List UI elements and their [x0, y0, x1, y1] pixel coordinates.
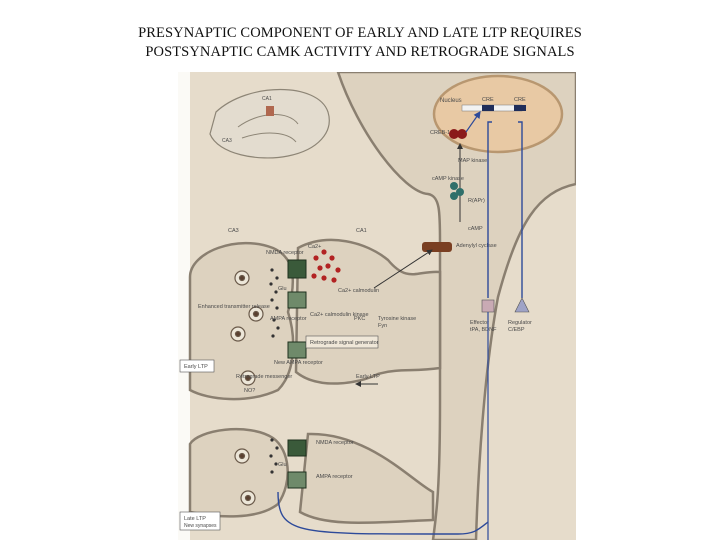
- slide-title: PRESYNAPTIC COMPONENT OF EARLY AND LATE …: [0, 24, 720, 62]
- cre-label-2: CRE: [514, 97, 526, 103]
- lower-presynaptic-terminal: [188, 427, 289, 518]
- regulator-sub: C/EBP: [508, 327, 525, 333]
- late-ltp-label: Late LTP: [184, 516, 206, 522]
- ampa-receptor: [287, 291, 307, 309]
- brain-ca3-label: CA3: [222, 138, 232, 144]
- title-line-2: POSTSYNAPTIC CAMK ACTIVITY AND RETROGRAD…: [145, 44, 575, 60]
- nmda-receptor: [287, 259, 307, 279]
- region-ca3-label: CA3: [228, 228, 239, 234]
- map-kinase-label: MAP kinase: [458, 158, 487, 164]
- creb-label: CREB-1: [430, 130, 450, 136]
- effector-label: Effector: [470, 320, 489, 326]
- glutamate-dots: [269, 268, 280, 338]
- lower-ampa-label: AMPA receptor: [316, 474, 353, 480]
- nmda-receptor-label: NMDA receptor: [266, 250, 304, 256]
- r-subunit-label: R(APr): [468, 198, 485, 204]
- electrode-icon: [266, 106, 274, 116]
- upper-presynaptic-terminal: [188, 241, 295, 401]
- effector-path: [487, 121, 492, 298]
- retrograde-generator-box: [305, 335, 379, 349]
- new-ampa-label: New AMPA receptor: [274, 360, 323, 366]
- early-ltp-box: [179, 359, 215, 373]
- enhanced-release-label: Enhanced transmitter release: [198, 304, 270, 310]
- ltp-figure: Nucleus CRE CRE CREB-1 MAP kinase cAMP k…: [178, 72, 576, 540]
- lower-nmda-label: NMDA receptor: [316, 440, 354, 446]
- retrograde-generator-label: Retrograde signal generator: [310, 340, 379, 346]
- regulator-triangle: [514, 297, 530, 313]
- new-ampa-receptor: [287, 341, 307, 359]
- regulator-path: [518, 121, 523, 298]
- lower-nmda-receptor: [287, 439, 307, 457]
- lower-glu-label: Glu: [278, 462, 287, 468]
- calcium-ions: [311, 249, 341, 283]
- late-ltp-path: [277, 491, 489, 535]
- camp-label: cAMP: [468, 226, 483, 232]
- synaptic-vesicles: [230, 270, 264, 386]
- early-ltp-arrow-label: Early LTP: [356, 374, 380, 380]
- pka-catalytic-1: [450, 182, 458, 190]
- tyrosine-kinase-sub: Fyn: [378, 323, 387, 329]
- adenylyl-cyclase-label: Adenylyl cyclase: [456, 243, 497, 249]
- pka-label: cAMP kinase: [432, 176, 464, 182]
- title-line-1: PRESYNAPTIC COMPONENT OF EARLY AND LATE …: [138, 25, 582, 41]
- brain-inset: [209, 89, 330, 159]
- tyrosine-kinase-label: Tyrosine kinase: [378, 316, 416, 322]
- brain-ca1-label: CA1: [262, 96, 272, 102]
- ampa-receptor-label: AMPA receptor: [270, 316, 307, 322]
- calcium-label: Ca2+: [308, 244, 321, 250]
- pka-catalytic-3: [450, 192, 458, 200]
- effector-square: [481, 299, 495, 313]
- early-ltp-box-label: Early LTP: [184, 364, 208, 370]
- page-margin: [178, 72, 190, 540]
- calmodulin-to-cyclase-arrow: [373, 249, 433, 289]
- glu-label: Glu: [278, 286, 287, 292]
- creb-protein-1: [449, 129, 459, 139]
- lower-ampa-receptor: [287, 471, 307, 489]
- ltp-diagram: Nucleus CRE CRE CREB-1 MAP kinase cAMP k…: [178, 72, 576, 540]
- creb-to-cre-arrow: [465, 111, 481, 133]
- regulator-label: Regulator: [508, 320, 532, 326]
- cre-label-1: CRE: [482, 97, 494, 103]
- nucleus: [432, 74, 564, 154]
- retrograde-messenger-label: Retrograde messenger: [236, 374, 292, 380]
- lower-synaptic-vesicles: [234, 448, 256, 506]
- cre-site-2: [514, 105, 526, 111]
- late-ltp-sub: New synapses: [184, 523, 217, 529]
- region-ca1-label: CA1: [356, 228, 367, 234]
- late-ltp-box: [179, 511, 221, 531]
- effector-sub: tPA, BDNF: [470, 327, 497, 333]
- lower-glutamate-dots: [269, 438, 279, 474]
- pkc-label: PKC: [354, 316, 365, 322]
- adenylyl-cyclase: [422, 242, 452, 252]
- creb-protein-2: [457, 129, 467, 139]
- nucleus-label: Nucleus: [440, 98, 462, 104]
- pka-catalytic-2: [456, 188, 464, 196]
- no-label: NO?: [244, 388, 255, 394]
- ca-calmodulin-label: Ca2+ calmodulin: [338, 288, 379, 294]
- camkii-label: Ca2+ calmodulin kinase: [310, 312, 369, 318]
- cre-site-1: [482, 105, 494, 111]
